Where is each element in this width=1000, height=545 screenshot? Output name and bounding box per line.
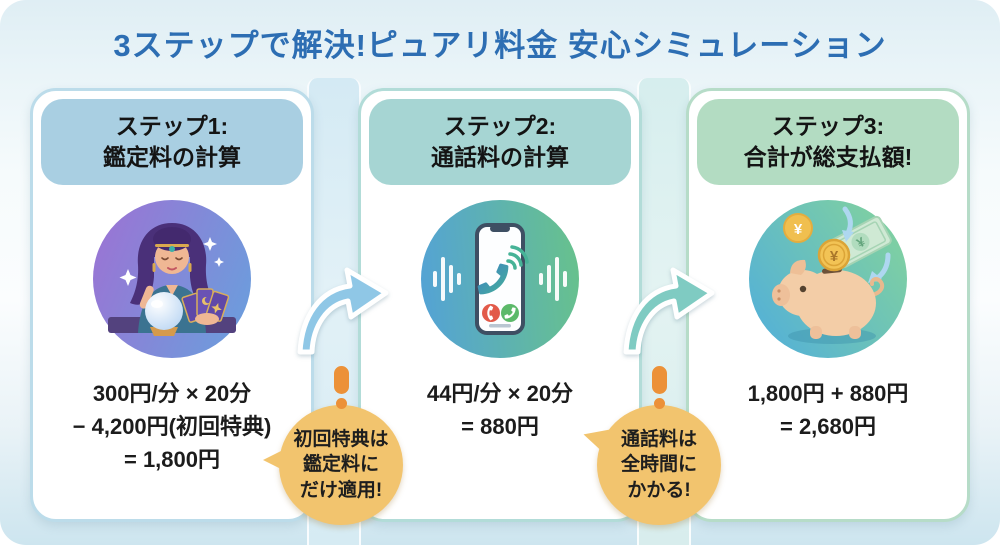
page-title: 3ステップで解決!ピュアリ料金 安心シミュレーション — [113, 28, 887, 63]
step3-header-line1: ステップ3: — [771, 112, 885, 139]
phone-call-icon — [420, 199, 580, 359]
piggy-bank-icon: ¥ ¥ — [748, 199, 908, 359]
step1-calc-line3: = 1,800円 — [123, 447, 220, 472]
callout2-line1: 通話料は — [620, 428, 697, 450]
arrow-step1-to-step2-icon — [297, 267, 389, 355]
step2-card: ステップ2: 通話料の計算 — [358, 88, 642, 522]
step1-header-line1: ステップ1: — [115, 112, 229, 139]
step3-header: ステップ3: 合計が総支払額! — [697, 99, 959, 185]
step1-calc-line2: − 4,200円(初回特典) — [72, 414, 272, 439]
callout2-line3: かかる! — [627, 479, 691, 501]
step1-header: ステップ1: 鑑定料の計算 — [41, 99, 303, 185]
step2-header-line2: 通話料の計算 — [431, 144, 569, 170]
callout2-line2: 全時間に — [620, 454, 697, 476]
svg-text:¥: ¥ — [830, 248, 839, 265]
step1-calc-line1: 300円/分 × 20分 — [92, 381, 252, 406]
step3-calc-line1: 1,800円 + 880円 — [747, 381, 909, 406]
exclamation-icon — [597, 366, 721, 412]
step1-header-line2: 鑑定料の計算 — [103, 144, 241, 170]
step1-card: ステップ1: 鑑定料の計算 — [30, 88, 314, 522]
callout1-line2: 鑑定料に — [302, 454, 379, 476]
arrow-step2-to-step3-icon — [623, 267, 715, 355]
step2-calc-line1: 44円/分 × 20分 — [426, 381, 574, 406]
step2-header: ステップ2: 通話料の計算 — [369, 99, 631, 185]
callout1-line1: 初回特典は — [293, 428, 389, 450]
step3-calculation: 1,800円 + 880円 = 2,680円 — [689, 377, 967, 443]
fortune-teller-icon — [92, 199, 252, 359]
callout1-line3: だけ適用! — [299, 479, 383, 501]
exclamation-icon — [279, 366, 403, 412]
callout-first-time-bonus: 初回特典は 鑑定料に だけ適用! — [263, 366, 403, 525]
svg-text:¥: ¥ — [794, 221, 803, 238]
step2-calc-line2: = 880円 — [461, 414, 539, 439]
step1-calculation: 300円/分 × 20分 − 4,200円(初回特典) = 1,800円 — [33, 377, 311, 476]
step3-calc-line2: = 2,680円 — [779, 414, 876, 439]
step3-header-line2: 合計が総支払額! — [743, 144, 913, 170]
step3-card: ステップ3: 合計が総支払額! ¥ — [686, 88, 970, 522]
step2-header-line1: ステップ2: — [443, 112, 557, 139]
callout-call-charge: 通話料は 全時間に かかる! — [597, 366, 721, 525]
step2-calculation: 44円/分 × 20分 = 880円 — [361, 377, 639, 443]
